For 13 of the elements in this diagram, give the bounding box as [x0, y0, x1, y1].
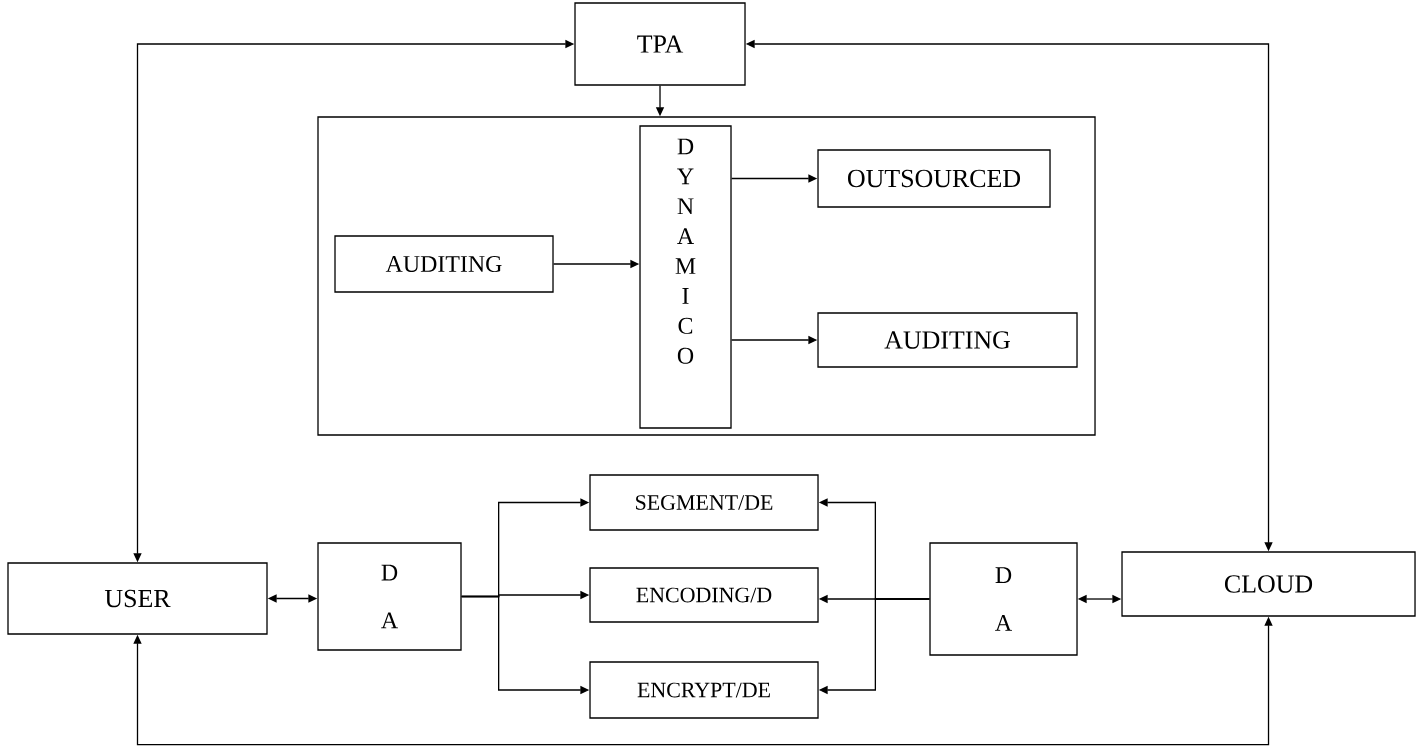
process-box: ENCODING/D [589, 567, 819, 623]
process-box: USER [7, 562, 268, 635]
process-box: AUDITING [334, 235, 554, 293]
process-box: ENCRYPT/DE [589, 661, 819, 719]
container-box [317, 116, 1096, 436]
process-box: D A [929, 542, 1078, 656]
process-box: TPA [574, 2, 746, 86]
process-box: AUDITING [817, 312, 1078, 368]
process-box: CLOUD [1121, 551, 1416, 617]
process-box: D A [317, 542, 462, 651]
process-box: SEGMENT/DE [589, 474, 819, 531]
process-box: OUTSOURCED [817, 149, 1051, 208]
process-box: D Y N A M I C O [639, 125, 732, 429]
